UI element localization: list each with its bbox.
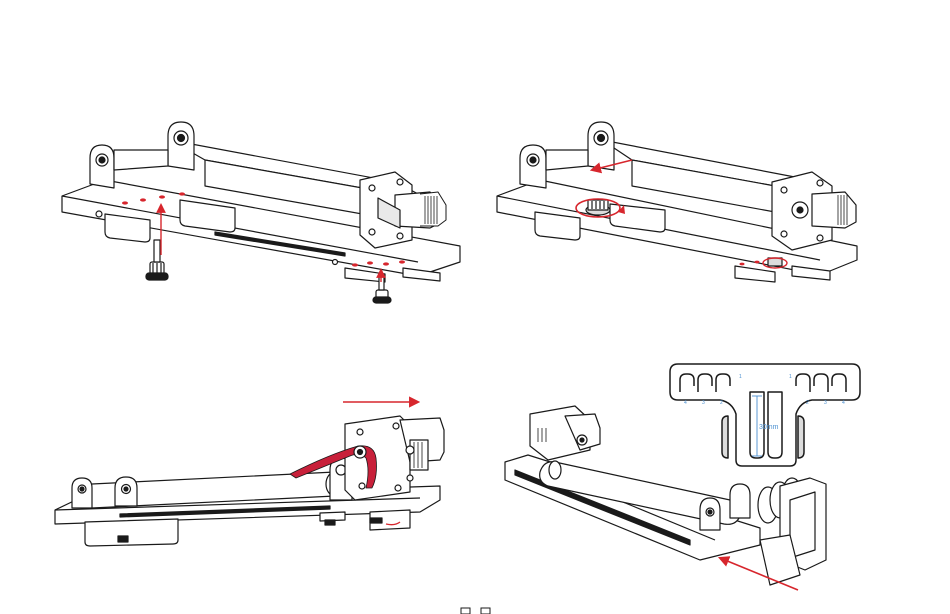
thumb-screw-icon bbox=[146, 240, 168, 280]
slot-number: 2 bbox=[720, 400, 723, 406]
slot-number: 2 bbox=[806, 400, 809, 406]
thumb-screw-icon bbox=[768, 258, 782, 266]
page-dot-icon bbox=[481, 608, 490, 614]
bearing-block-right bbox=[168, 122, 194, 170]
thumb-screw-icon bbox=[586, 200, 610, 215]
panel-step-insert-screws bbox=[62, 122, 460, 303]
slot-number: 3 bbox=[824, 400, 827, 406]
page-indicator bbox=[461, 608, 490, 614]
slot-number: 1 bbox=[739, 374, 742, 380]
slot-number: 4 bbox=[842, 400, 845, 406]
page-dot-icon bbox=[461, 608, 470, 614]
slot-number: 3 bbox=[702, 400, 705, 406]
dimension-label: 30mm bbox=[759, 424, 779, 431]
panel-step-attach-belt bbox=[55, 402, 444, 546]
panel-step-tighten-screws bbox=[497, 122, 857, 282]
slot-number: 4 bbox=[684, 400, 687, 406]
slot-number: 1 bbox=[789, 374, 792, 380]
bracket-detail: 30mm 1 2 3 4 1 2 3 4 bbox=[670, 364, 860, 466]
